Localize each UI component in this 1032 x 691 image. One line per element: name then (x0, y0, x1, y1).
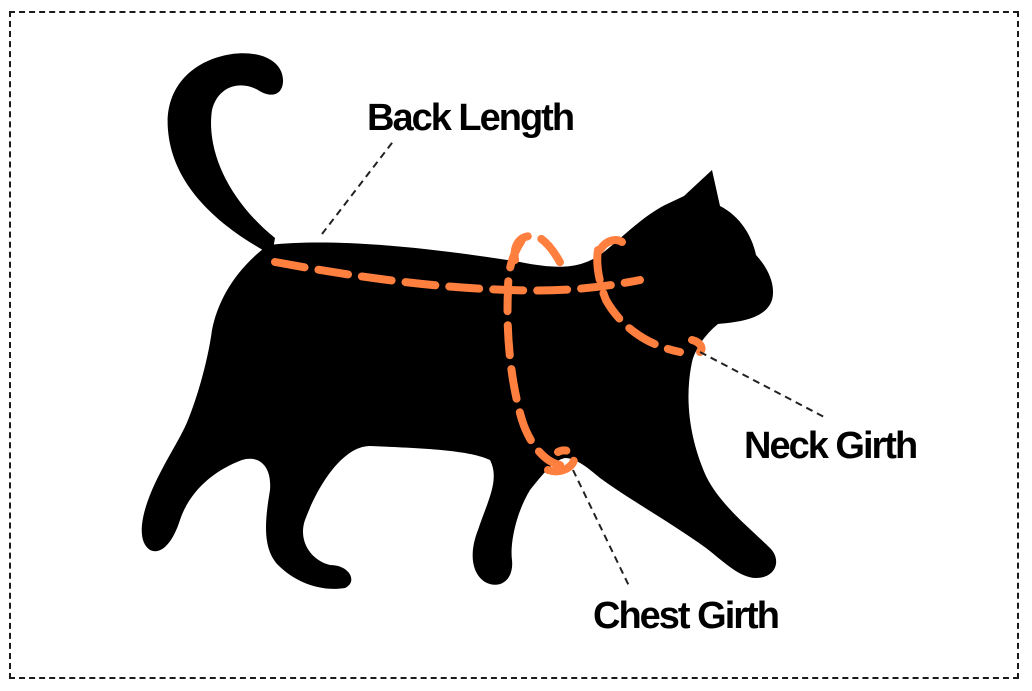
neck-girth-label: Neck Girth (744, 425, 916, 467)
chest-girth-bottom-loop (544, 446, 579, 476)
back-length-leader (321, 138, 396, 235)
cat-body (141, 170, 777, 589)
neck-girth-line (593, 246, 684, 356)
chest-girth-leader (572, 469, 631, 589)
dashed-frame (9, 11, 1019, 679)
chest-girth-line (503, 236, 564, 469)
cat-silhouette (141, 53, 777, 589)
cat-tail (167, 53, 284, 255)
back-length-line (271, 258, 644, 295)
neck-girth-leader (699, 351, 827, 419)
chest-girth-loop (510, 232, 568, 274)
back-length-label: Back Length (367, 97, 573, 139)
neck-girth-loop (596, 236, 706, 356)
chest-girth-label: Chest Girth (593, 595, 778, 637)
leader-lines (321, 138, 827, 589)
measurement-lines (271, 232, 706, 476)
